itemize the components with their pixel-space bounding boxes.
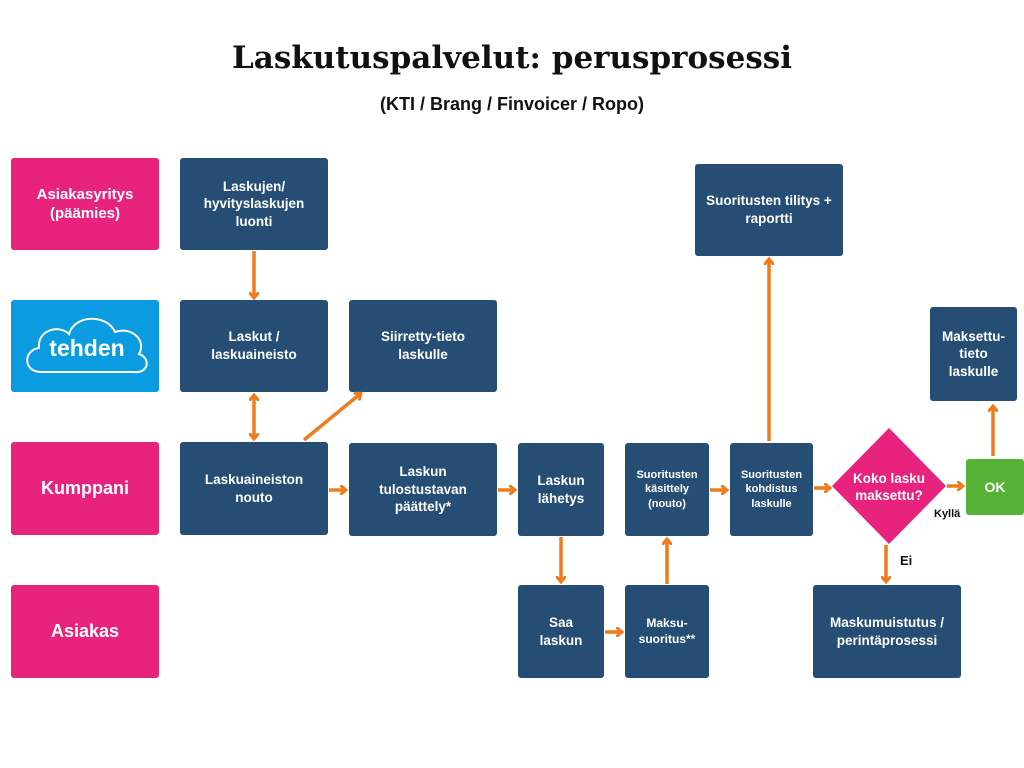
step-payment-processing-label: Suoritusten käsittely (nouto): [636, 469, 698, 510]
step-ok-label: OK: [984, 478, 1006, 495]
step-paid-info: Maksettu-tieto laskulle: [930, 307, 1017, 401]
lane-client: Asiakasyritys (päämies): [11, 158, 159, 250]
step-invoices-material-label: Laskut / laskuaineisto: [211, 329, 297, 362]
step-ok: OK: [966, 459, 1024, 515]
step-transferred-info: Siirretty-tieto laskulle: [349, 300, 497, 392]
step-receive-invoice: Saa laskun: [518, 585, 604, 678]
step-paid-info-label: Maksettu-tieto laskulle: [941, 328, 1005, 379]
decision-label: Koko lasku maksettu?: [852, 471, 926, 503]
arrow-fetch-to-transferred: [302, 394, 360, 442]
lane-client-label: Asiakasyritys (päämies): [36, 185, 134, 223]
step-transferred-info-label: Siirretty-tieto laskulle: [380, 329, 465, 362]
label-no: Ei: [900, 553, 913, 568]
lane-partner: Kumppani: [11, 442, 159, 535]
step-invoices-material: Laskut / laskuaineisto: [180, 300, 328, 392]
step-invoice-send-label: Laskun lähetys: [537, 472, 585, 506]
step-invoice-creation: Laskujen/ hyvityslaskujen luonti: [180, 158, 328, 250]
page-title: Laskutuspalvelut: perusprosessi: [231, 40, 793, 76]
step-settlement-report-label: Suoritusten tilitys + raportti: [706, 193, 832, 226]
step-settlement-report: Suoritusten tilitys + raportti: [695, 164, 843, 256]
step-material-fetch-label: Laskuaineiston nouto: [204, 471, 304, 505]
step-print-method-label: Laskun tulostustavan päättely*: [379, 464, 467, 515]
step-invoice-send: Laskun lähetys: [518, 443, 604, 536]
tehden-logo-text: tehden: [49, 335, 124, 361]
step-payment-matching: Suoritusten kohdistus laskulle: [730, 443, 813, 536]
step-payment-matching-label: Suoritusten kohdistus laskulle: [740, 469, 803, 510]
step-payment-processing: Suoritusten käsittely (nouto): [625, 443, 709, 536]
lane-partner-label: Kumppani: [41, 477, 129, 498]
step-reminder-label: Maskumuistutus / perintäprosessi: [829, 614, 945, 648]
label-yes: Kyllä: [934, 508, 961, 520]
step-print-method: Laskun tulostustavan päättely*: [349, 443, 497, 536]
tehden-cloud-icon: tehden: [26, 317, 148, 374]
step-invoice-creation-label: Laskujen/ hyvityslaskujen luonti: [203, 178, 305, 229]
decision-diamond: [832, 428, 946, 544]
lane-customer: Asiakas: [11, 585, 159, 678]
step-payment: Maksu-suoritus**: [625, 585, 709, 678]
tehden-logo: tehden: [11, 300, 159, 392]
lane-customer-label: Asiakas: [50, 620, 120, 641]
step-material-fetch: Laskuaineiston nouto: [180, 442, 328, 535]
step-payment-label: Maksu-suoritus**: [638, 615, 696, 646]
page-subtitle: (KTI / Brang / Finvoicer / Ropo): [379, 94, 644, 114]
step-reminder: Maskumuistutus / perintäprosessi: [813, 585, 961, 678]
step-receive-invoice-label: Saa laskun: [539, 614, 583, 648]
